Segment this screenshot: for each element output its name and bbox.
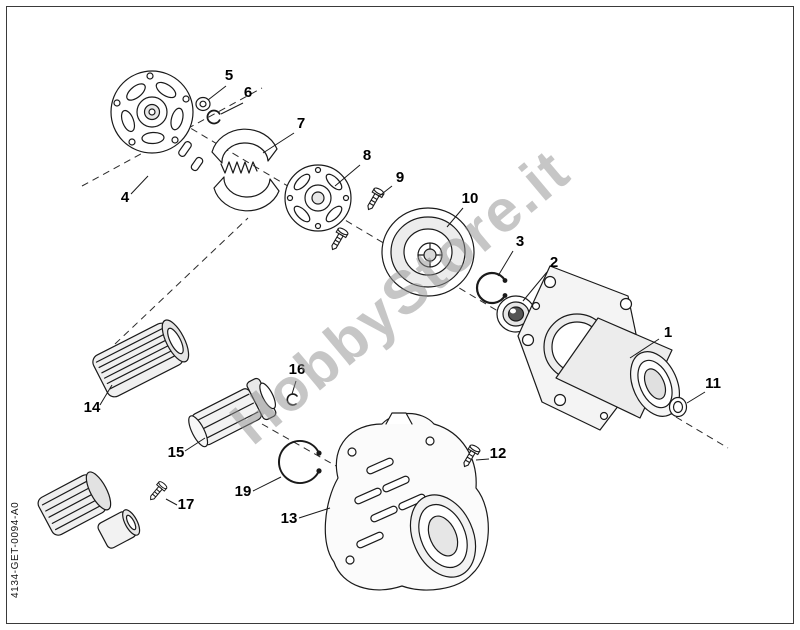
leader-line-15: [184, 437, 206, 452]
leader-line-14: [99, 384, 113, 406]
part-number-2: 2: [550, 254, 558, 271]
part-number-3: 3: [516, 233, 524, 250]
leader-line-9: [377, 185, 393, 198]
part-clutch-carrier: [110, 70, 194, 154]
part-screw-17: [146, 479, 169, 504]
leader-line-19: [252, 476, 282, 492]
part-ribbed-sleeve: [92, 319, 190, 398]
part-number-13: 13: [281, 510, 298, 527]
leader-line-8: [334, 164, 361, 187]
part-small-clip: [286, 393, 298, 406]
leader-line-6: [220, 102, 244, 115]
part-roller-pins: [178, 141, 204, 172]
part-o-ring: [668, 396, 688, 418]
leader-line-17: [165, 498, 178, 506]
part-wire-clip: [277, 440, 322, 484]
part-number-8: 8: [363, 147, 371, 164]
leader-line-13: [298, 507, 331, 519]
part-number-17: 17: [178, 496, 195, 513]
part-bearing: [496, 295, 536, 333]
part-number-14: 14: [84, 399, 101, 416]
part-number-5: 5: [225, 67, 233, 84]
part-number-6: 6: [244, 84, 252, 101]
leader-line-1: [629, 338, 660, 359]
leader-line-4: [130, 175, 149, 195]
leader-line-2: [522, 271, 548, 302]
part-number-19: 19: [235, 483, 252, 500]
part-number-11: 11: [705, 375, 721, 392]
part-screw-9b: [327, 226, 350, 253]
leader-line-11: [686, 391, 706, 404]
leader-line-10: [446, 207, 464, 228]
part-gear-housing: [517, 265, 680, 431]
part-number-15: 15: [168, 444, 185, 461]
part-snap-ring: [475, 271, 508, 305]
leader-line-16: [291, 380, 297, 395]
part-cover-plate: [284, 164, 352, 232]
part-number-4: 4: [121, 189, 130, 206]
leader-line-12: [475, 458, 490, 461]
part-clutch-housing: [324, 412, 489, 591]
leader-lines: [99, 85, 706, 519]
leader-line-3: [497, 250, 514, 277]
document-code: 4134-GET-0094-A0: [10, 501, 21, 598]
part-screw-9a: [363, 186, 386, 213]
part-sleeve-assembly: [37, 471, 141, 549]
part-clutch-drum: [381, 207, 475, 297]
part-number-9: 9: [396, 169, 404, 186]
part-number-10: 10: [462, 190, 479, 207]
part-number-7: 7: [297, 115, 305, 132]
part-coupling-tube: [188, 377, 277, 448]
part-number-16: 16: [289, 361, 306, 378]
part-washer: [195, 96, 211, 112]
leader-line-7: [262, 132, 295, 154]
part-clutch-shoes: [211, 128, 280, 212]
part-number-12: 12: [490, 445, 507, 462]
part-circlip-small: [206, 109, 221, 125]
part-number-1: 1: [664, 324, 672, 341]
leader-line-5: [207, 85, 227, 101]
